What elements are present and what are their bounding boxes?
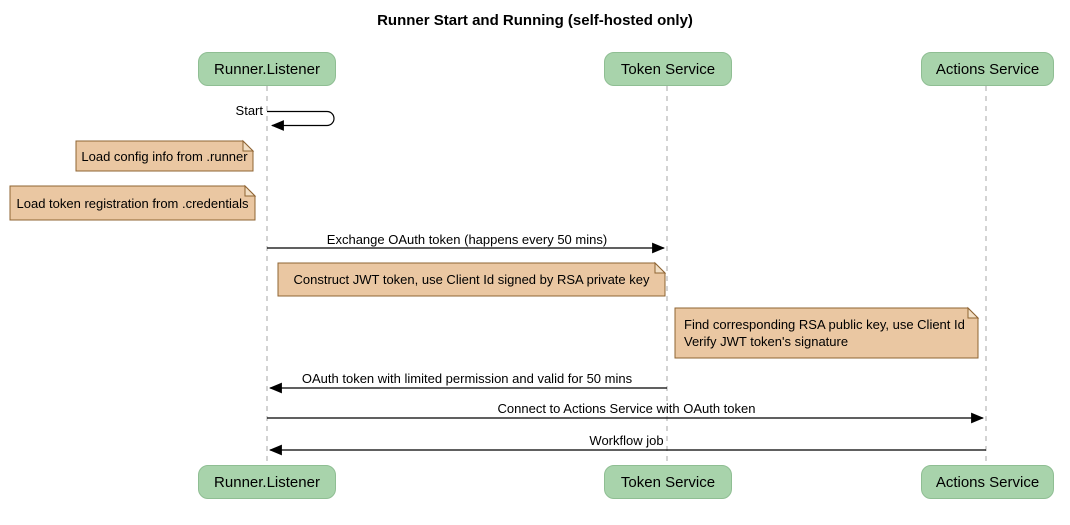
note-verify-fold <box>967 306 980 319</box>
participant-label: Token Service <box>620 60 716 78</box>
note-config-fold <box>242 139 255 152</box>
message-exchange-label: Exchange OAuth token (happens every 50 m… <box>326 232 608 247</box>
participant-actions-service-top: Actions Service <box>921 52 1054 86</box>
participant-label: Actions Service <box>935 60 1040 78</box>
note-jwt-shape <box>277 262 666 297</box>
participant-label: Runner.Listener <box>214 473 320 491</box>
participant-label: Runner.Listener <box>214 60 320 78</box>
message-connect-label: Connect to Actions Service with OAuth to… <box>497 401 756 416</box>
participant-label: Actions Service <box>935 473 1040 491</box>
note-verify-shape <box>674 307 979 359</box>
note-jwt-fold <box>654 261 667 274</box>
message-oauth-return-label: OAuth token with limited permission and … <box>301 371 633 386</box>
note-config-shape <box>75 140 254 172</box>
note-jwt: Construct JWT token, use Client Id signe… <box>293 272 650 287</box>
note-verify: Find corresponding RSA public key, use C… <box>675 308 978 358</box>
note-credentials: Load token registration from .credential… <box>16 195 249 211</box>
participant-token-service-top: Token Service <box>604 52 732 86</box>
diagram-title: Runner Start and Running (self-hosted on… <box>377 12 693 29</box>
note-verify-line2: Verify JWT token's signature <box>684 334 849 349</box>
note-credentials-fold <box>244 184 257 197</box>
participant-runner-listener-bottom: Runner.Listener <box>198 465 336 499</box>
self-message-start-label: Start <box>235 103 263 118</box>
note-config: Load config info from .runner <box>81 148 248 164</box>
message-workflow-label: Workflow job <box>589 433 664 448</box>
participant-label: Token Service <box>620 473 716 491</box>
self-message-start-arrow <box>267 110 335 131</box>
note-verify-line1: Find corresponding RSA public key, use C… <box>684 317 965 332</box>
participant-runner-listener-top: Runner.Listener <box>198 52 336 86</box>
note-credentials-shape <box>9 185 256 221</box>
participant-token-service-bottom: Token Service <box>604 465 732 499</box>
participant-actions-service-bottom: Actions Service <box>921 465 1054 499</box>
